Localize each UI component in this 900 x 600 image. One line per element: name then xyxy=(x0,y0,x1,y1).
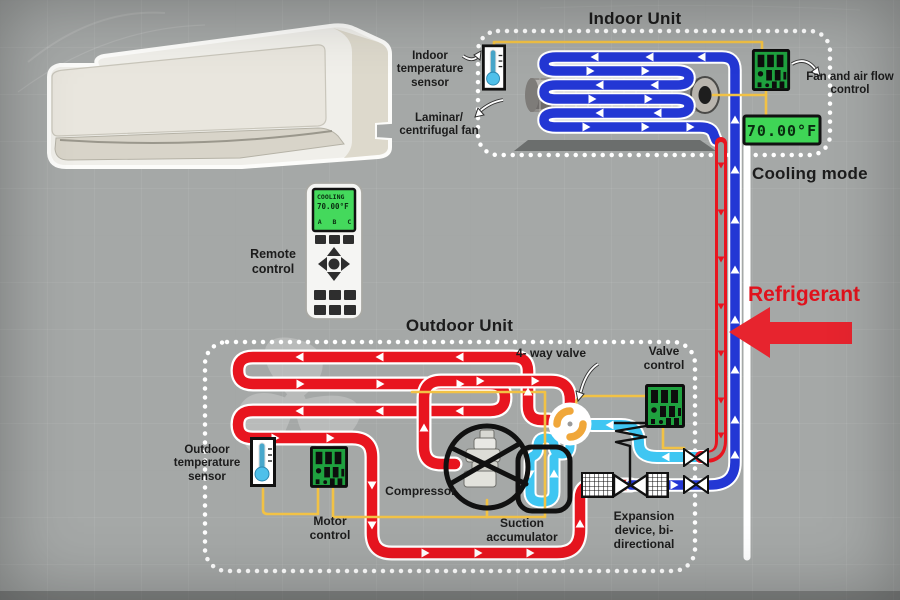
cooling-mode-label: Cooling mode xyxy=(752,164,868,183)
motor-control-label: Motor control xyxy=(309,514,351,542)
remote-screen xyxy=(311,187,357,233)
outdoor-sensor-label: Outdoor temperature sensor xyxy=(173,444,241,483)
outdoor-unit-title: Outdoor Unit xyxy=(405,316,514,335)
temperature-display-value: 70.00°F xyxy=(746,122,818,140)
remote-control-label: Remote control xyxy=(250,247,296,276)
refrigerant-label: Refrigerant xyxy=(748,283,861,306)
motor-control-board-icon xyxy=(310,446,348,488)
compressor-discharge-pipe xyxy=(416,373,578,472)
remote-control xyxy=(305,182,363,320)
compressor-label: Compressor xyxy=(385,484,456,498)
remote-screen-mode: COOLING xyxy=(317,193,345,201)
pointer-arrows xyxy=(461,50,821,403)
bottom-shadow-bar xyxy=(0,591,900,600)
refrigerant-arrow xyxy=(729,307,852,358)
fan-control-label: Fan and air flow control xyxy=(806,71,894,97)
valve-control-label: Valve control xyxy=(643,344,685,372)
indoor-temp-sensor-icon xyxy=(483,46,504,89)
indoor-base-bar xyxy=(514,140,716,151)
fan-control-board-icon xyxy=(751,49,791,91)
laminar-fan-label: Laminar/ centrifugal fan xyxy=(399,112,479,138)
outdoor-unit-boundary xyxy=(202,339,698,574)
four-way-valve-label: 4- way valve xyxy=(515,346,587,360)
remote-screen-temp: 70.00°F xyxy=(317,202,349,211)
valve-control-board-icon xyxy=(645,384,685,428)
indoor-sensor-label: Indoor temperature sensor xyxy=(396,50,464,89)
ac-unit-illustration xyxy=(47,23,392,169)
indoor-unit-title: Indoor Unit xyxy=(588,9,682,28)
liquid-line-riser xyxy=(695,137,727,463)
background-decor xyxy=(17,4,861,93)
cold-pipe-and-indoor-coil xyxy=(537,50,742,492)
temperature-display xyxy=(742,114,822,146)
suction-accumulator-icon xyxy=(515,444,573,514)
expansion-device-label: Expansion device, bi-directional xyxy=(613,509,675,551)
remote-screen-abc: A B C xyxy=(317,218,352,226)
remote-buttons[interactable] xyxy=(314,235,356,315)
outdoor-condenser-pipe xyxy=(230,349,639,561)
four-way-valve xyxy=(548,402,592,446)
suction-accumulator-label: Suction accumulator xyxy=(486,516,558,544)
outdoor-temp-sensor-icon xyxy=(252,439,275,486)
expansion-device-icon xyxy=(581,421,669,499)
indoor-unit-boundary xyxy=(475,28,833,158)
compressor-icon xyxy=(443,423,531,511)
